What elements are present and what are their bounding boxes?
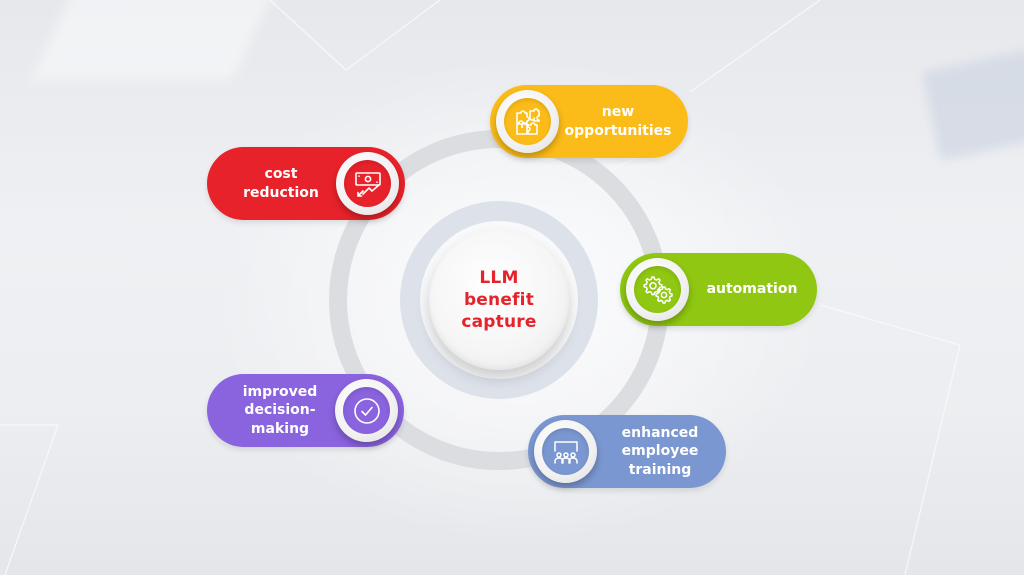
icon-badge <box>496 90 559 153</box>
check-circle-icon <box>343 387 390 434</box>
benefit-pill-enhanced-employee-training: enhanced employee training <box>528 415 726 488</box>
center-title: LLM benefit capture <box>461 268 537 332</box>
money-down-trend-icon <box>344 160 391 207</box>
icon-badge <box>335 379 398 442</box>
icon-badge <box>626 258 689 321</box>
benefit-label: improved decision- making <box>242 383 318 437</box>
benefit-label: new opportunities <box>564 104 672 139</box>
icon-badge <box>534 420 597 483</box>
benefit-label: enhanced employee training <box>621 424 699 478</box>
benefit-pill-improved-decision-making: improved decision- making <box>207 374 404 447</box>
benefit-label: automation <box>706 281 798 298</box>
classroom-icon <box>542 428 589 475</box>
center-hub: LLM benefit capture <box>429 230 569 370</box>
gears-icon <box>634 266 681 313</box>
icon-badge <box>336 152 399 215</box>
benefit-pill-new-opportunities: new opportunities <box>490 85 688 158</box>
benefit-pill-automation: automation <box>620 253 817 326</box>
puzzle-pieces-icon <box>504 98 551 145</box>
benefit-label: cost reduction <box>243 166 319 201</box>
benefit-pill-cost-reduction: cost reduction <box>207 147 405 220</box>
